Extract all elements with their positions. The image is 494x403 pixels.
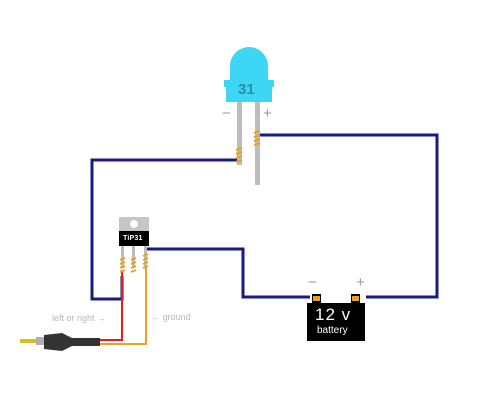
wire-transistor-to-battery-minus	[146, 247, 310, 299]
battery-contact-minus	[313, 296, 320, 301]
led	[224, 47, 274, 185]
wire-led-minus-to-transistor	[90, 158, 240, 301]
wire-ground	[100, 265, 147, 345]
audio-jack	[20, 333, 100, 351]
led-body	[230, 47, 268, 80]
solder-joint-led-minus	[235, 147, 243, 163]
transistor-leg-emitter	[144, 246, 147, 268]
wire-signal	[100, 270, 123, 341]
jack-ring	[36, 337, 44, 345]
led-base	[226, 87, 272, 102]
led-rim	[224, 80, 274, 87]
signal-label: left or right →	[52, 313, 107, 323]
solder-joint-transistor-base	[119, 257, 126, 273]
solder-joint-transistor-collector	[130, 257, 137, 273]
battery-voltage: 12 v	[315, 305, 352, 324]
battery-name: battery	[317, 325, 348, 336]
transistor	[119, 217, 149, 268]
jack-tip	[20, 339, 36, 343]
ground-label: ← ground	[151, 312, 191, 322]
led-minus-label: −	[222, 105, 231, 122]
battery	[307, 294, 365, 341]
solder-joint-led-plus	[253, 130, 261, 146]
transistor-leg-collector	[132, 246, 135, 268]
jack-body	[44, 333, 100, 351]
battery-contact-plus	[352, 296, 359, 301]
led-leg-minus	[237, 100, 242, 165]
led-marking: 31	[238, 81, 255, 98]
battery-plus-label: +	[356, 274, 365, 291]
led-plus-label: +	[263, 105, 272, 122]
led-leg-plus	[255, 100, 260, 185]
solder-joint-transistor-emitter	[142, 253, 149, 269]
transistor-label: TiP31	[123, 235, 143, 242]
transistor-mount-hole	[130, 220, 138, 228]
battery-body	[307, 303, 365, 341]
battery-minus-label: −	[308, 274, 317, 291]
transistor-body	[119, 231, 149, 246]
transistor-leg-base	[121, 246, 124, 268]
solder-joints	[119, 130, 261, 273]
wire-led-plus-to-battery-plus	[258, 133, 439, 299]
